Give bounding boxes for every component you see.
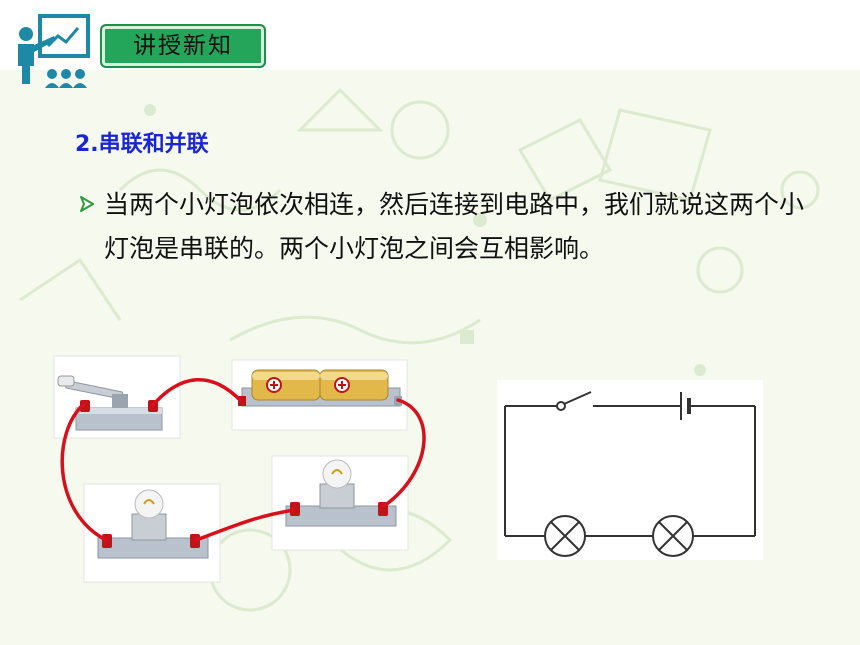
series-circuit-photo [53,355,426,583]
teacher-presentation-icon [18,14,90,88]
body-paragraph: 当两个小灯泡依次相连，然后连接到电路中，我们就说这两个小灯泡是串联的。两个小灯泡… [104,190,805,263]
battery-pack [231,359,408,431]
subheading: 2.串联和并联 [75,132,209,157]
arrow-right-icon [80,196,94,212]
bulb-holder-left [83,483,221,583]
series-circuit-schematic [497,380,763,560]
section-badge: 讲授新知 [100,24,266,68]
